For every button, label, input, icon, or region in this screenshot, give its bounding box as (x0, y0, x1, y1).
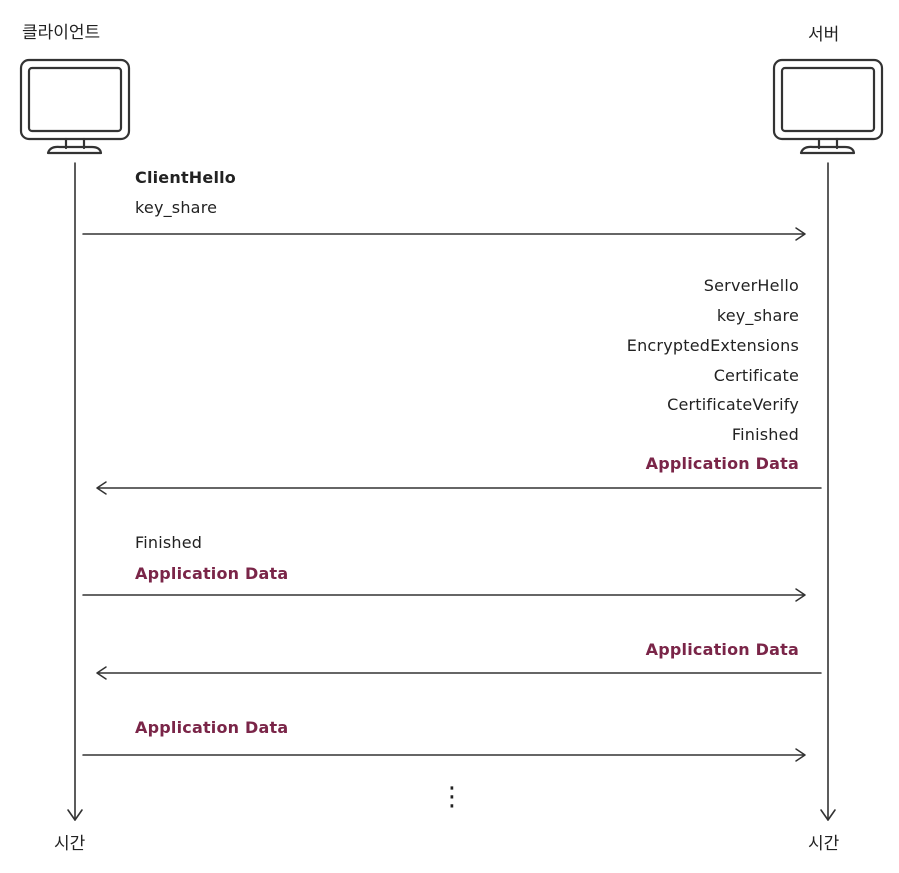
msg1-line2: key_share (135, 198, 218, 217)
msg5-line1: Application Data (135, 718, 289, 737)
arrow-server-to-client-2 (96, 666, 822, 680)
arrow-client-to-server-1 (82, 227, 806, 241)
msg3-line2: Application Data (135, 564, 289, 583)
server-time-label: 시간 (808, 834, 840, 854)
server-lifeline-arrowhead (820, 809, 836, 821)
arrow-client-to-server-2 (82, 588, 806, 602)
msg2-line3: EncryptedExtensions (626, 336, 799, 355)
arrow-server-to-client-1 (96, 481, 822, 495)
msg2-line4: Certificate (713, 366, 799, 385)
msg3-line1: Finished (135, 533, 203, 552)
client-computer-icon (19, 58, 131, 155)
client-lifeline-arrowhead (67, 809, 83, 821)
client-time-label: 시간 (54, 834, 86, 854)
msg2-line1: ServerHello (703, 276, 799, 295)
msg4-line1: Application Data (645, 640, 799, 659)
msg1-line1: ClientHello (135, 168, 237, 187)
client-label: 클라이언트 (22, 23, 101, 43)
msg2-line5: CertificateVerify (667, 395, 799, 414)
msg2-line2: key_share (716, 306, 799, 325)
arrow-client-to-server-3 (82, 748, 806, 762)
continuation-ellipsis: ⋮ (439, 782, 466, 812)
server-label: 서버 (808, 25, 840, 45)
msg2-line7: Application Data (645, 454, 799, 473)
server-computer-icon (772, 58, 884, 155)
msg2-line6: Finished (731, 425, 799, 444)
